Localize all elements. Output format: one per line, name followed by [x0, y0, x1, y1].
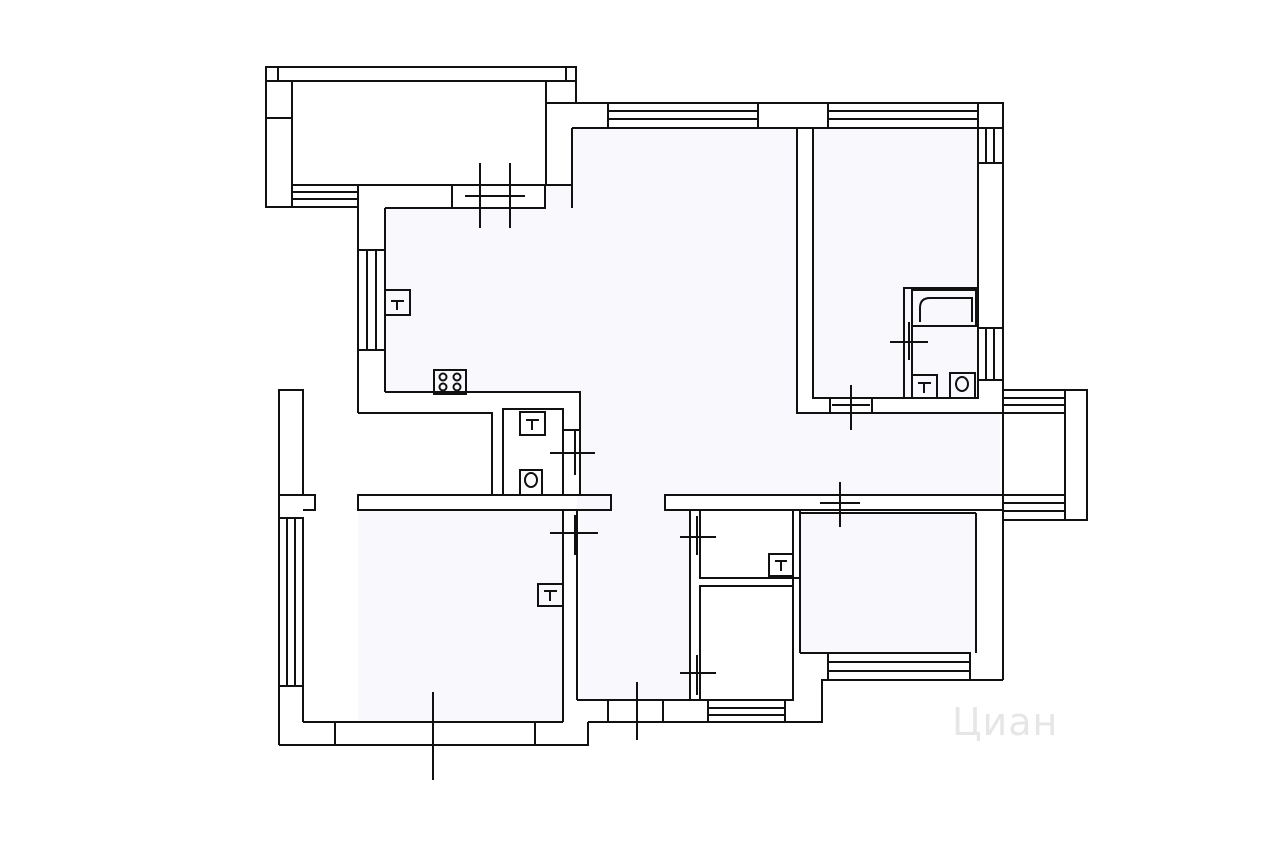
balcony-to-wall-connector — [452, 103, 547, 186]
wall-outline — [303, 494, 316, 511]
balcony-window-bottom — [291, 184, 359, 208]
window-left-bedroom — [278, 517, 304, 687]
window-top-2 — [827, 102, 979, 129]
wall-outline — [796, 128, 830, 414]
living-kitchen-area — [385, 128, 1000, 510]
crosshair-marks — [432, 163, 928, 780]
crosshair-mark — [680, 516, 716, 555]
room-fills — [358, 128, 1000, 722]
stove-icon — [433, 369, 467, 395]
crosshair-mark — [890, 322, 928, 360]
window-bottom-bedroom — [334, 721, 536, 746]
wall-left-top-stub — [278, 389, 304, 496]
crosshair-mark — [832, 385, 870, 430]
bathroom-door-jamb — [562, 429, 581, 496]
window-bottom-hall — [607, 699, 664, 723]
partition-right — [664, 494, 1004, 511]
window-right-balcony-bottom — [1002, 494, 1066, 521]
crosshair-mark — [465, 163, 525, 228]
balcony-wall-right — [545, 80, 577, 104]
bedroom-left-fill — [358, 510, 563, 722]
window-bottom-right-room — [827, 652, 971, 681]
wall-outline — [385, 391, 581, 430]
socket-icon — [768, 553, 794, 577]
crosshair-mark — [820, 482, 860, 527]
exterior-walls — [278, 102, 1088, 746]
socket-icon — [911, 374, 938, 399]
window-right-middle — [977, 327, 1004, 381]
balcony-right — [1064, 389, 1088, 521]
socket-icon — [519, 411, 546, 436]
partition-left — [357, 494, 612, 511]
wall-outline — [535, 722, 589, 746]
window-right-balcony-top — [1002, 389, 1066, 414]
fixtures — [384, 289, 977, 607]
socket-icon — [537, 583, 564, 607]
window-right-upper — [977, 127, 1004, 164]
crosshair-mark — [550, 515, 598, 555]
toilet-icon — [949, 372, 976, 399]
wall-outline — [358, 412, 493, 495]
socket-icon — [384, 289, 411, 316]
wall-outline — [812, 128, 830, 399]
balcony-wall-top — [265, 66, 577, 82]
room-bottom-right-fill — [800, 513, 976, 653]
crosshair-mark — [680, 655, 716, 695]
watermark-text: Циан — [952, 700, 1059, 744]
small-bath-bottom — [699, 585, 794, 701]
window-bottom-wc — [707, 699, 786, 723]
crosshair-mark — [550, 430, 595, 475]
window-left-kitchen — [357, 249, 386, 351]
bathtub-icon — [911, 289, 977, 327]
hall-fill — [580, 510, 690, 700]
closet-bottom — [699, 509, 801, 579]
bedroom-top-right-fill — [813, 128, 978, 398]
window-top-1 — [607, 102, 759, 129]
toilet-icon — [519, 469, 543, 496]
balcony-wall-left — [265, 80, 293, 208]
